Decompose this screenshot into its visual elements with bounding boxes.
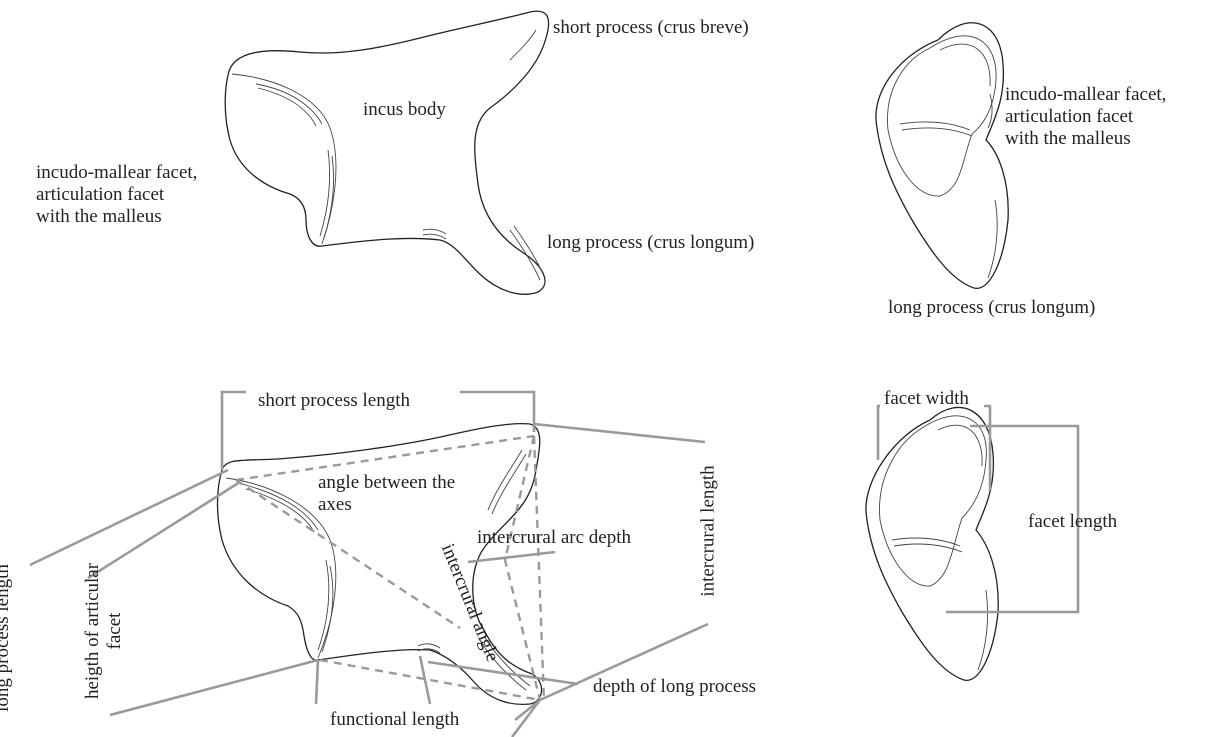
label-facet-height-line-1: heigth of articular: [82, 563, 104, 699]
label-facet-length: facet length: [1028, 511, 1117, 533]
label-long-process-length: long process length: [0, 564, 14, 712]
label-short-process: short process (crus breve): [553, 17, 749, 39]
label-incudo-mallear-facet-right: incudo-mallear facet, articulation facet…: [1005, 84, 1166, 150]
incus-side-view: [225, 11, 548, 294]
label-facet-width: facet width: [884, 388, 969, 410]
incus-medial-view: [876, 23, 1008, 289]
label-facet-line-1: incudo-mallear facet,: [1005, 84, 1166, 106]
label-angle-line-2: axes: [318, 494, 455, 516]
label-angle-between-axes: angle between the axes: [318, 472, 455, 516]
label-incudo-mallear-facet-left: incudo-mallear facet, articulation facet…: [36, 162, 197, 228]
label-intercrural-arc-depth: intercrural arc depth: [477, 527, 631, 549]
label-articular-facet-height: heigth of articular facet: [82, 563, 126, 699]
label-facet-line-1: incudo-mallear facet,: [36, 162, 197, 184]
label-short-process-length: short process length: [258, 390, 410, 412]
label-facet-height-line-2: facet: [104, 563, 126, 699]
label-facet-line-2: articulation facet: [1005, 106, 1166, 128]
label-facet-line-2: articulation facet: [36, 184, 197, 206]
label-intercrural-length: intercrural length: [698, 465, 720, 596]
label-facet-line-3: with the malleus: [1005, 128, 1166, 150]
facet-measurement-view: [866, 406, 1078, 680]
label-long-process-right: long process (crus longum): [888, 297, 1095, 319]
label-functional-length: functional length: [330, 709, 459, 731]
label-long-process-left: long process (crus longum): [547, 232, 754, 254]
label-depth-of-long-process: depth of long process: [593, 676, 756, 698]
label-incus-body: incus body: [363, 99, 446, 121]
label-angle-line-1: angle between the: [318, 472, 455, 494]
label-facet-line-3: with the malleus: [36, 206, 197, 228]
